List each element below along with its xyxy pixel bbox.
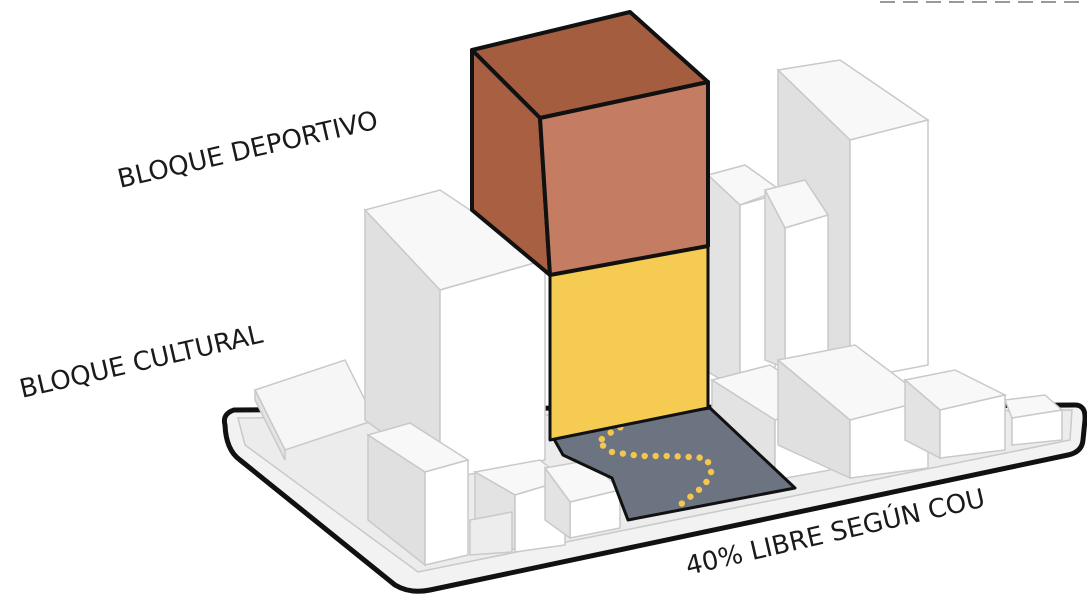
path-dot bbox=[674, 453, 681, 460]
left-tall-block bbox=[363, 189, 547, 481]
cultural-block bbox=[548, 244, 710, 442]
sport-block-label: BLOQUE DEPORTIVO bbox=[115, 106, 381, 195]
path-dot bbox=[607, 429, 614, 436]
left-low-block bbox=[253, 359, 377, 461]
path-dot bbox=[599, 442, 607, 449]
path-dot bbox=[687, 493, 694, 500]
path-dot bbox=[608, 448, 616, 456]
path-dot bbox=[695, 486, 703, 493]
free-area-plaza bbox=[548, 406, 797, 522]
path-dot bbox=[704, 458, 712, 466]
path-dot bbox=[619, 450, 627, 457]
path-dot bbox=[663, 452, 670, 460]
path-dot bbox=[598, 435, 606, 443]
path-dot bbox=[703, 478, 710, 486]
left-front-cube bbox=[366, 422, 470, 567]
sport-block bbox=[470, 10, 710, 277]
right-middle-blocks bbox=[706, 164, 830, 397]
path-dot bbox=[630, 451, 637, 459]
cultural-block-label: BLOQUE CULTURAL bbox=[17, 320, 266, 405]
path-dot bbox=[685, 453, 692, 461]
path-dot bbox=[696, 454, 703, 461]
front-low-blocks bbox=[469, 459, 622, 556]
path-dot bbox=[707, 468, 715, 476]
path-dot bbox=[641, 452, 648, 460]
right-low-blocks bbox=[710, 344, 1064, 481]
path-dot bbox=[678, 500, 686, 507]
path-dot bbox=[652, 452, 659, 460]
